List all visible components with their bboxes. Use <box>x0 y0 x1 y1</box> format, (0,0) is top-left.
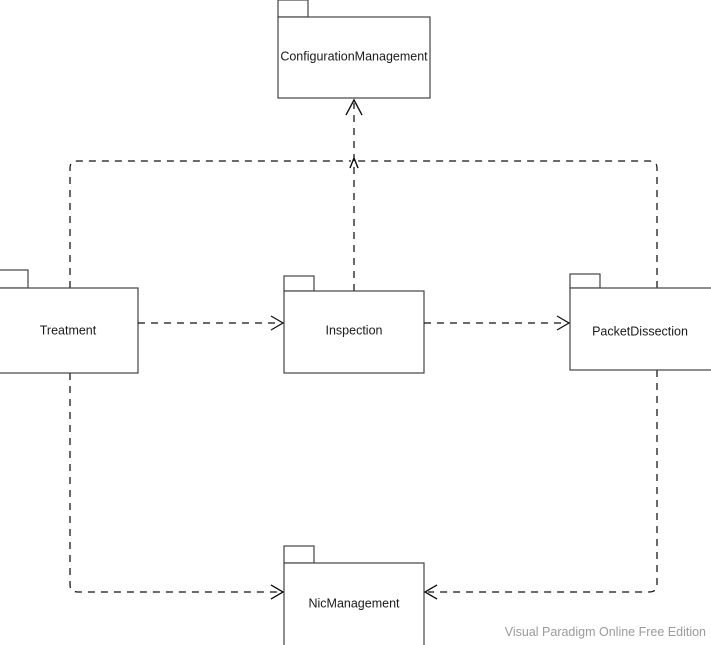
dependency-treatment-to-nicmanagement[interactable] <box>69 373 285 600</box>
dependency-line <box>357 160 658 288</box>
package-label: Inspection <box>326 323 383 337</box>
package-nic-management[interactable]: NicManagement <box>283 545 425 645</box>
arrowhead-into-nicmanagement-right <box>423 584 438 600</box>
dependency-packetdissection-to-nicmanagement[interactable] <box>423 370 658 600</box>
terminal-arrowheads <box>270 98 438 600</box>
package-body <box>0 287 139 374</box>
package-body <box>277 16 431 99</box>
dependency-arrowhead <box>270 315 285 331</box>
dependency-treatment-to-inspection[interactable] <box>138 315 285 331</box>
dependency-line <box>69 373 280 593</box>
package-tab <box>283 545 315 564</box>
package-body <box>283 562 425 645</box>
package-packet-dissection[interactable]: PacketDissection <box>569 273 711 371</box>
package-body <box>283 290 425 374</box>
dependency-packetdissection-to-configurationmanagement[interactable] <box>349 156 658 288</box>
watermark-label: Visual Paradigm Online Free Edition <box>504 625 706 639</box>
dependency-line <box>69 160 351 288</box>
package-label: ConfigurationManagement <box>280 49 428 63</box>
dependency-line <box>428 370 658 593</box>
package-tab <box>277 0 309 18</box>
package-body <box>569 287 711 371</box>
package-inspection[interactable]: Inspection <box>283 275 425 374</box>
package-configuration-management[interactable]: ConfigurationManagement <box>277 0 431 99</box>
package-label: NicManagement <box>308 596 400 610</box>
dependency-inspection-to-packetdissection[interactable] <box>424 315 571 331</box>
package-tab <box>283 275 315 292</box>
dependency-inspection-to-configurationmanagement[interactable] <box>345 98 363 291</box>
package-tab <box>0 269 29 289</box>
dependency-arrowhead <box>556 315 571 331</box>
dependency-treatment-to-configurationmanagement[interactable] <box>69 156 359 288</box>
arrowhead-into-configurationmanagement <box>345 98 363 116</box>
package-label: PacketDissection <box>592 324 688 338</box>
arrowhead-into-nicmanagement-left <box>270 584 285 600</box>
package-treatment[interactable]: Treatment <box>0 269 139 374</box>
package-tab <box>569 273 601 289</box>
package-label: Treatment <box>40 323 97 337</box>
